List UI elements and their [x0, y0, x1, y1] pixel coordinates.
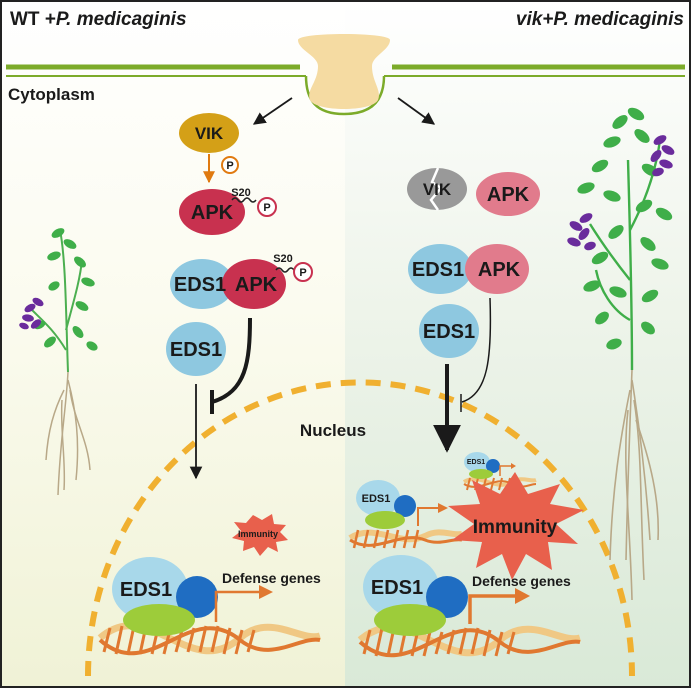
resistant-alfalfa-plant-icon	[567, 107, 675, 601]
svg-text:Defense genes: Defense genes	[222, 570, 321, 586]
svg-text:APK: APK	[235, 274, 278, 296]
svg-text:VIK: VIK	[423, 180, 452, 199]
svg-text:EDS1: EDS1	[362, 493, 391, 505]
vik-defense-genes: Defense genes	[468, 573, 571, 624]
vik-eds1-apk-complex: EDS1 APK	[408, 244, 529, 294]
membrane-receptor	[298, 34, 390, 116]
susceptible-alfalfa-plant-icon	[19, 228, 98, 496]
svg-text:P: P	[299, 267, 306, 279]
svg-text:EDS1: EDS1	[467, 459, 485, 466]
wt-free-eds1: EDS1	[166, 322, 226, 376]
svg-text:Immunity: Immunity	[238, 529, 278, 539]
wt-panel-title: WT +P. medicaginis	[10, 9, 187, 30]
svg-text:APK: APK	[478, 259, 521, 281]
nucleus-label: Nucleus	[300, 421, 366, 440]
svg-text:EDS1: EDS1	[412, 259, 464, 281]
vik-panel-title: vik+P. medicaginis	[516, 9, 684, 30]
svg-text:APK: APK	[487, 184, 530, 206]
broken-vik: VIK	[407, 167, 467, 211]
s20-site-label: S20	[231, 187, 251, 199]
vik-apk: APK	[476, 172, 540, 216]
svg-text:EDS1: EDS1	[120, 579, 172, 601]
apk-strong-inhibition	[211, 317, 252, 404]
vik-transcription-complex: EDS1	[363, 555, 468, 636]
receptor-to-vik-mutant-arrow	[397, 97, 436, 125]
svg-text:EDS1: EDS1	[423, 321, 475, 343]
apk-weak-inhibition	[461, 297, 492, 403]
svg-text:EDS1: EDS1	[174, 274, 226, 296]
svg-text:APK: APK	[191, 202, 234, 224]
cytoplasm-label: Cytoplasm	[8, 85, 95, 104]
wt-vik: VIK	[179, 113, 239, 153]
receptor-to-vik-arrow	[252, 97, 293, 125]
svg-text:Immunity: Immunity	[473, 517, 558, 538]
wt-defense-genes: Defense genes	[214, 570, 321, 622]
wt-transcription-complex: EDS1	[112, 557, 218, 636]
phospho-icon: P	[221, 156, 239, 174]
svg-text:VIK: VIK	[195, 124, 224, 143]
wt-eds1-apk-complex: EDS1 APK S20 P	[170, 253, 313, 309]
plasma-membrane	[6, 64, 685, 77]
wt-immunity-burst: Immunity	[232, 514, 288, 556]
svg-text:P: P	[263, 202, 270, 214]
svg-text:EDS1: EDS1	[170, 339, 222, 361]
vik-dna-medium: EDS1	[348, 480, 463, 549]
svg-text:Defense genes: Defense genes	[472, 573, 571, 589]
wt-apk-phosphorylated: APK S20 P	[179, 187, 277, 235]
vik-immunity-burst: Immunity	[448, 472, 584, 580]
svg-text:EDS1: EDS1	[371, 577, 423, 599]
svg-text:S20: S20	[273, 253, 293, 265]
svg-text:P: P	[226, 160, 233, 172]
vik-free-eds1: EDS1	[419, 304, 479, 358]
